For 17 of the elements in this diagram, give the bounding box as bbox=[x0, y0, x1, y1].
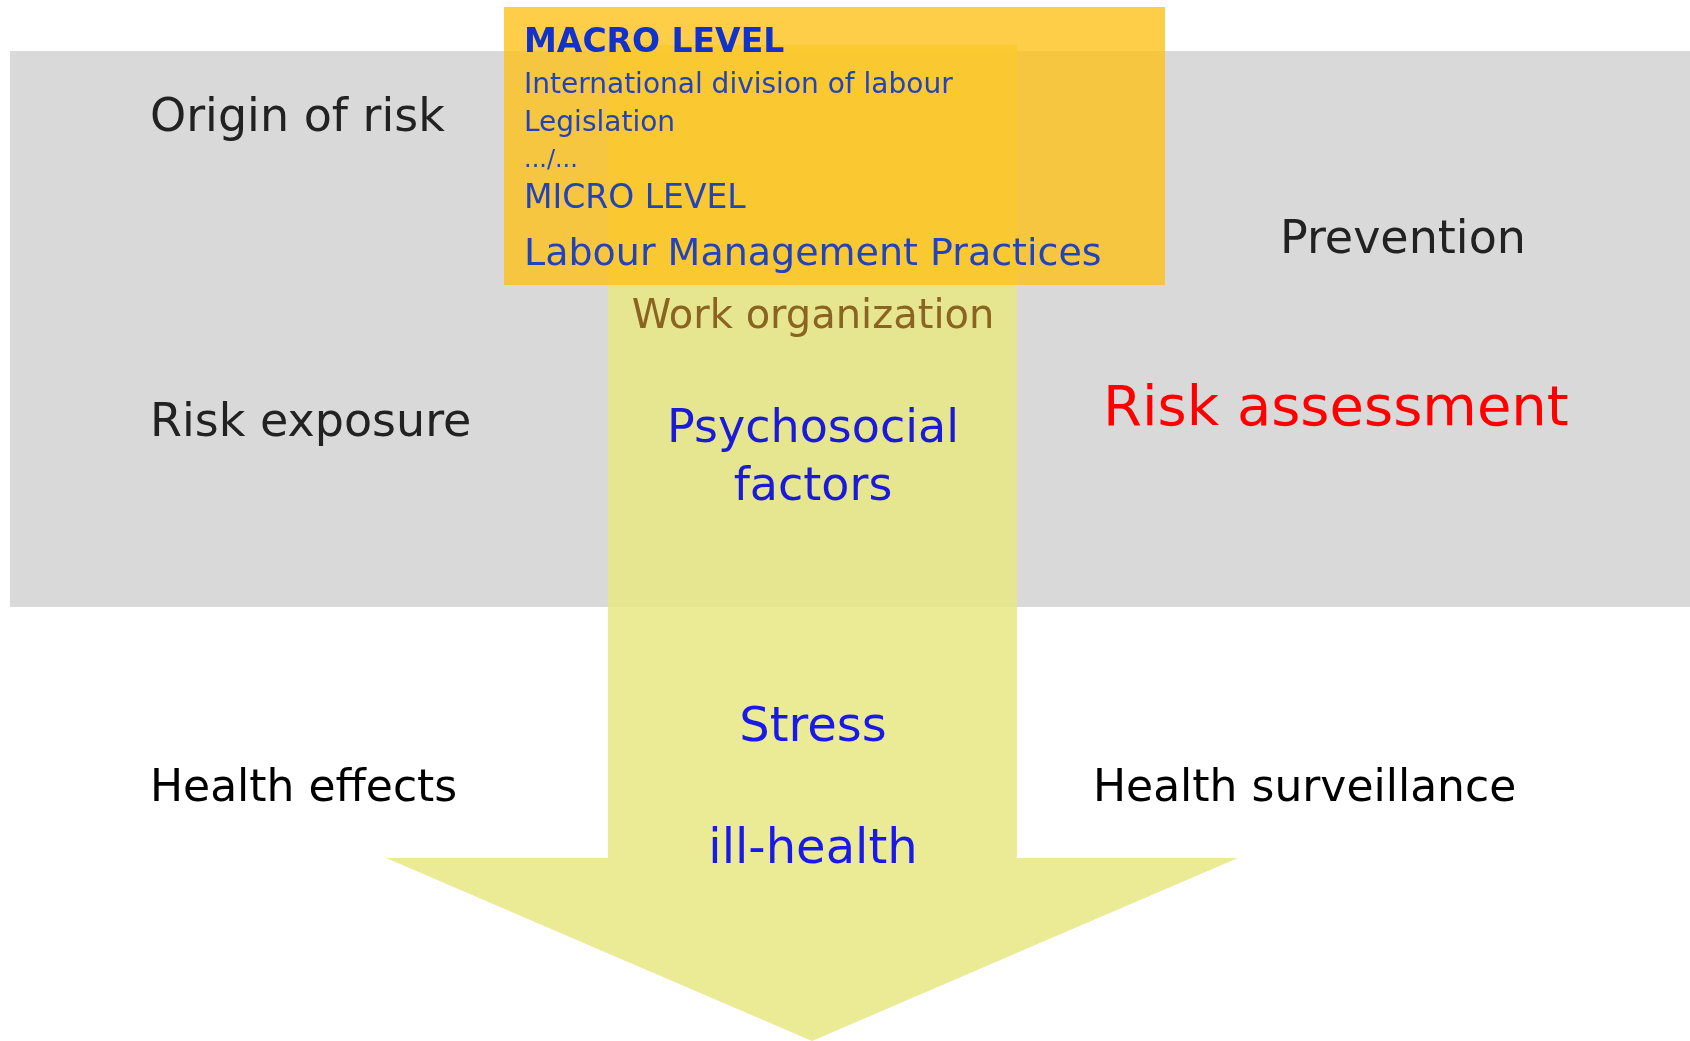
row-label: Health effects bbox=[150, 759, 458, 812]
row-label: Prevention bbox=[1280, 210, 1526, 265]
row-label: Risk exposure bbox=[150, 393, 472, 448]
body-text: ill-health bbox=[707, 817, 919, 876]
row-label: Risk assessment bbox=[1103, 372, 1569, 439]
info-box bbox=[504, 7, 1165, 285]
body-text: .../... bbox=[524, 145, 578, 174]
heading-text: Labour Management Practices bbox=[524, 229, 1102, 275]
heading-text: MICRO LEVEL bbox=[524, 177, 746, 217]
heading-text: Work organization bbox=[630, 291, 996, 337]
body-text: International division of labour bbox=[524, 67, 953, 101]
body-text: Psychosocial factors bbox=[666, 398, 960, 513]
body-text: Legislation bbox=[524, 105, 676, 139]
row-label: Health surveillance bbox=[1093, 759, 1517, 812]
body-text: Stress bbox=[738, 695, 888, 754]
row-label: Origin of risk bbox=[150, 88, 445, 143]
heading-text: MACRO LEVEL bbox=[524, 21, 785, 61]
